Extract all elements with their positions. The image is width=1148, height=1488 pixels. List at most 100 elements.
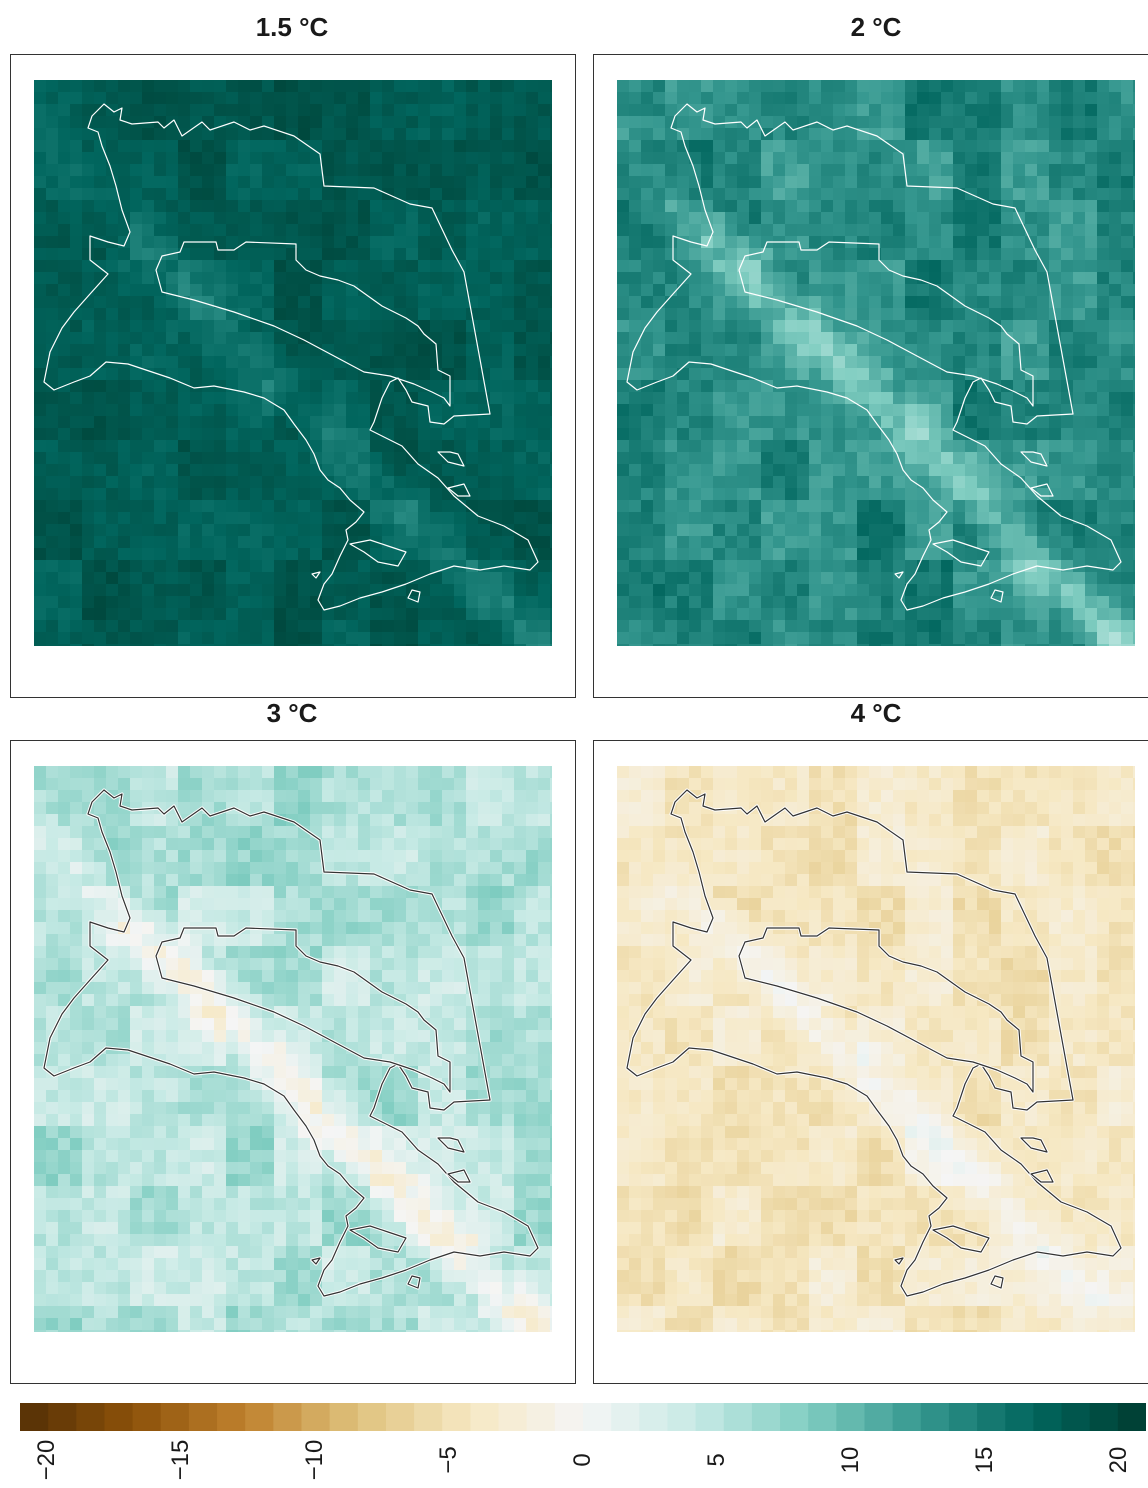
heatmap-cell bbox=[94, 320, 107, 333]
heatmap-cell bbox=[977, 356, 990, 369]
heatmap-cell bbox=[298, 212, 311, 225]
heatmap-cell bbox=[677, 404, 690, 417]
heatmap-cell bbox=[550, 802, 552, 815]
heatmap-cell bbox=[394, 922, 407, 935]
heatmap-cell bbox=[773, 260, 786, 273]
heatmap-cell bbox=[454, 80, 467, 93]
heatmap-cell bbox=[1037, 116, 1050, 129]
heatmap-cell bbox=[941, 644, 954, 646]
heatmap-cell bbox=[250, 284, 263, 297]
heatmap-cell bbox=[526, 946, 539, 959]
heatmap-cell bbox=[857, 80, 870, 93]
heatmap-cell bbox=[430, 814, 443, 827]
heatmap-cell bbox=[773, 248, 786, 261]
heatmap-cell bbox=[250, 778, 263, 791]
heatmap-cell bbox=[130, 838, 143, 851]
heatmap-cell bbox=[1109, 596, 1122, 609]
heatmap-cell bbox=[1109, 176, 1122, 189]
heatmap-cell bbox=[478, 284, 491, 297]
heatmap-cell bbox=[526, 596, 539, 609]
heatmap-cell bbox=[1097, 248, 1110, 261]
heatmap-cell bbox=[893, 416, 906, 429]
heatmap-cell bbox=[665, 308, 678, 321]
heatmap-cell bbox=[190, 224, 203, 237]
heatmap-cell bbox=[490, 308, 503, 321]
heatmap-cell bbox=[106, 584, 119, 597]
heatmap-cell bbox=[394, 272, 407, 285]
heatmap-cell bbox=[713, 596, 726, 609]
heatmap-cell bbox=[1061, 260, 1074, 273]
heatmap-cell bbox=[490, 140, 503, 153]
heatmap-cell bbox=[725, 248, 738, 261]
heatmap-cell bbox=[941, 320, 954, 333]
heatmap-cell bbox=[322, 404, 335, 417]
heatmap-cell bbox=[202, 838, 215, 851]
heatmap-cell bbox=[641, 284, 654, 297]
heatmap-cell bbox=[238, 814, 251, 827]
heatmap-cell bbox=[442, 958, 455, 971]
heatmap-cell bbox=[322, 476, 335, 489]
heatmap-cell bbox=[430, 476, 443, 489]
heatmap-cell bbox=[466, 632, 479, 645]
heatmap-cell bbox=[358, 488, 371, 501]
heatmap-cell bbox=[773, 188, 786, 201]
heatmap-cell bbox=[629, 428, 642, 441]
heatmap-cell bbox=[118, 560, 131, 573]
heatmap-cell bbox=[130, 790, 143, 803]
heatmap-cell bbox=[1061, 188, 1074, 201]
heatmap-cell bbox=[821, 248, 834, 261]
heatmap-cell bbox=[809, 92, 822, 105]
heatmap-cell bbox=[382, 898, 395, 911]
heatmap-cell bbox=[190, 790, 203, 803]
heatmap-cell bbox=[1061, 128, 1074, 141]
heatmap-cell bbox=[641, 272, 654, 285]
heatmap-cell bbox=[274, 790, 287, 803]
heatmap-cell bbox=[773, 104, 786, 117]
heatmap-cell bbox=[713, 524, 726, 537]
heatmap-cell bbox=[178, 608, 191, 621]
heatmap-cell bbox=[262, 368, 275, 381]
heatmap-cell bbox=[202, 260, 215, 273]
heatmap-cell bbox=[418, 452, 431, 465]
heatmap-cell bbox=[106, 632, 119, 645]
heatmap-cell bbox=[394, 898, 407, 911]
heatmap-cell bbox=[677, 104, 690, 117]
heatmap-cell bbox=[701, 152, 714, 165]
heatmap-cell bbox=[490, 368, 503, 381]
heatmap-cell bbox=[1085, 296, 1098, 309]
heatmap-cell bbox=[106, 548, 119, 561]
heatmap-cell bbox=[46, 524, 59, 537]
heatmap-cell bbox=[358, 356, 371, 369]
heatmap-cell bbox=[550, 296, 552, 309]
heatmap-cell bbox=[58, 308, 71, 321]
heatmap-cell bbox=[58, 368, 71, 381]
heatmap-cell bbox=[905, 104, 918, 117]
heatmap-cell bbox=[382, 488, 395, 501]
heatmap-cell bbox=[550, 826, 552, 839]
heatmap-cell bbox=[713, 284, 726, 297]
heatmap-cell bbox=[106, 308, 119, 321]
heatmap-cell bbox=[358, 934, 371, 947]
heatmap-cell bbox=[442, 272, 455, 285]
heatmap-cell bbox=[214, 572, 227, 585]
heatmap-cell bbox=[106, 284, 119, 297]
heatmap-cell bbox=[1001, 320, 1014, 333]
heatmap-cell bbox=[166, 838, 179, 851]
heatmap-cell bbox=[46, 802, 59, 815]
heatmap-cell bbox=[917, 464, 930, 477]
heatmap-cell bbox=[797, 560, 810, 573]
heatmap-cell bbox=[1097, 572, 1110, 585]
heatmap-cell bbox=[1085, 404, 1098, 417]
heatmap-cell bbox=[166, 850, 179, 863]
heatmap-cell bbox=[514, 802, 527, 815]
heatmap-cell bbox=[310, 224, 323, 237]
heatmap-cell bbox=[689, 560, 702, 573]
heatmap-cell bbox=[989, 164, 1002, 177]
heatmap-cell bbox=[106, 392, 119, 405]
heatmap-cell bbox=[857, 356, 870, 369]
heatmap-cell bbox=[178, 116, 191, 129]
heatmap-cell bbox=[166, 308, 179, 321]
heatmap-cell bbox=[34, 344, 47, 357]
heatmap-cell bbox=[665, 584, 678, 597]
heatmap-cell bbox=[761, 344, 774, 357]
